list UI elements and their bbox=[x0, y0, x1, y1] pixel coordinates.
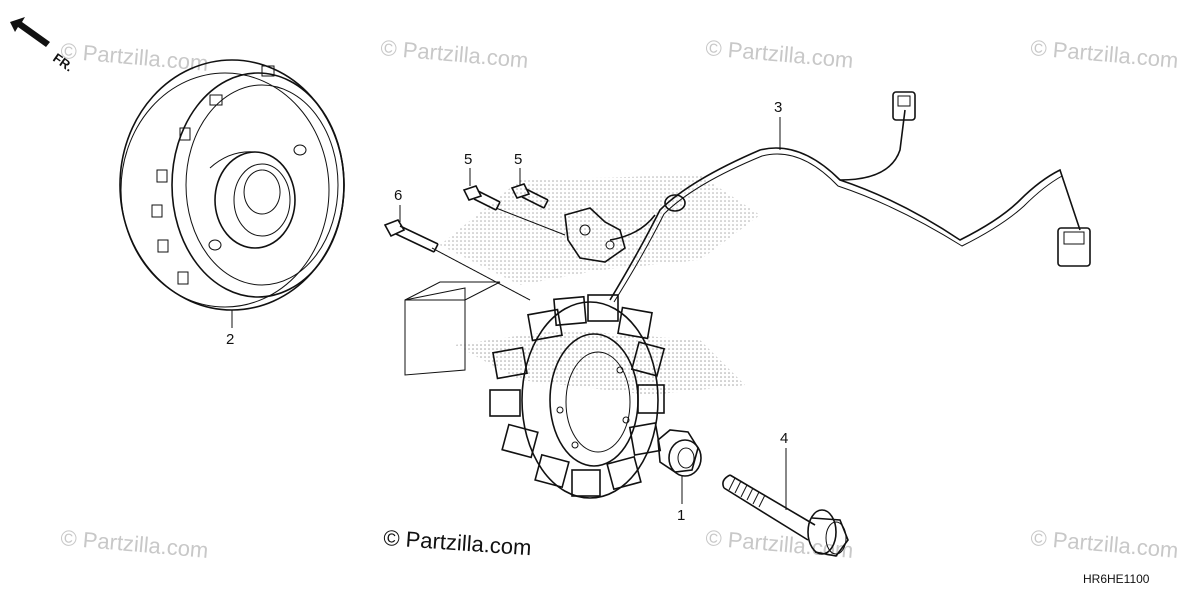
watermark-group: © Partzilla.com © Partzilla.com © Partzi… bbox=[60, 35, 1180, 563]
watermark: © Partzilla.com bbox=[705, 35, 855, 73]
watermark: © Partzilla.com bbox=[705, 525, 855, 563]
bolt-part-6[interactable] bbox=[383, 219, 439, 253]
callouts: 2 6 5 5 3 1 4 bbox=[226, 99, 788, 524]
callout-part-6[interactable]: 6 bbox=[394, 187, 402, 204]
watermark: © Partzilla.com bbox=[1030, 35, 1180, 73]
callout-part-4[interactable]: 4 bbox=[780, 430, 788, 447]
callout-part-2[interactable]: 2 bbox=[226, 331, 234, 348]
wire-harness-part-3[interactable] bbox=[609, 91, 1091, 303]
diagram-code: HR6HE1100 bbox=[1083, 572, 1150, 586]
bolt-part-5-left[interactable] bbox=[462, 185, 501, 211]
pulse-sensor bbox=[564, 207, 626, 263]
callout-part-5-left[interactable]: 5 bbox=[464, 151, 472, 168]
watermark: © Partzilla.com bbox=[60, 525, 210, 563]
callout-part-3[interactable]: 3 bbox=[774, 99, 782, 116]
watermark: © Partzilla.com bbox=[380, 35, 530, 73]
leader-lines bbox=[231, 117, 787, 510]
flange-bolt-part-4[interactable] bbox=[722, 474, 849, 557]
watermark: © Partzilla.com bbox=[1030, 525, 1180, 563]
partzilla-credit: © Partzilla.com bbox=[383, 525, 533, 560]
callout-part-5-right[interactable]: 5 bbox=[514, 151, 522, 168]
callout-part-1[interactable]: 1 bbox=[677, 507, 685, 524]
flywheel-part-2[interactable] bbox=[119, 59, 345, 311]
background-stipple bbox=[404, 175, 760, 395]
stator-coil bbox=[489, 294, 666, 499]
collar-part-1[interactable] bbox=[657, 429, 702, 477]
